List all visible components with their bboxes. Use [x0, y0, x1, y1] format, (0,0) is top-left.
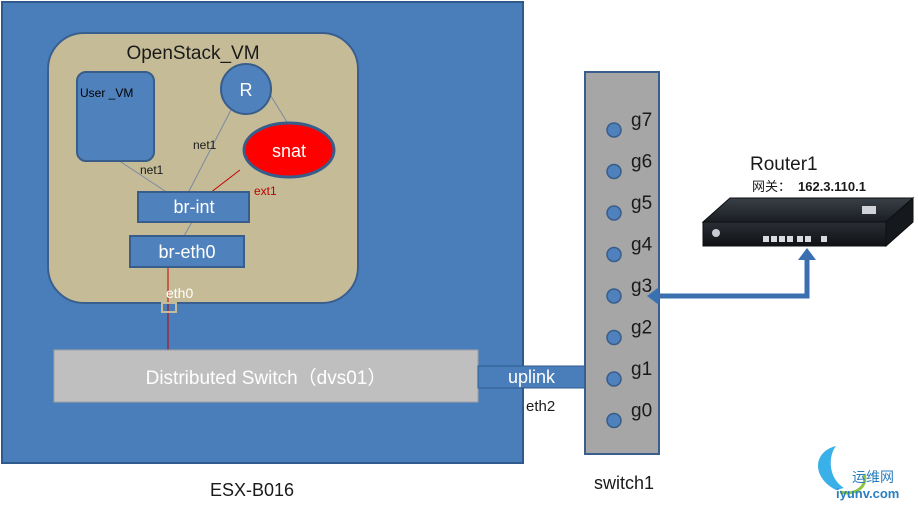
router-r-node: R	[220, 63, 272, 115]
switch-port-g3	[606, 288, 622, 304]
link-brint-breth0	[183, 221, 193, 237]
switch-port-label-g5: g5	[631, 193, 652, 214]
switch-port-g0	[606, 412, 622, 429]
switch-port-g2	[606, 329, 622, 346]
link-user-brint	[117, 159, 169, 194]
switch-port-label-g0: g0	[631, 401, 652, 422]
br-eth0-node: br-eth0	[129, 235, 245, 268]
switch-ports: g7 g6 g5 g4 g3 g2 g1 g0	[606, 110, 653, 429]
eth2-label: eth2	[526, 398, 555, 415]
switch-port-g6	[606, 163, 622, 180]
switch-port-g1	[606, 371, 622, 387]
ext1-label: ext1	[254, 184, 277, 198]
switch-port-g7	[606, 122, 622, 138]
switch-label: switch1	[594, 473, 654, 493]
router1-device	[701, 196, 915, 248]
dvs-label: Distributed Switch（dvs01）	[146, 367, 387, 389]
uplink-label: uplink	[508, 367, 556, 387]
uplink-arrow: uplink	[477, 354, 610, 400]
watermark-cn: 运维网	[852, 469, 894, 485]
router-title: Router1	[750, 154, 818, 175]
switch-port-label-g2: g2	[631, 318, 652, 339]
link-router-brint	[187, 107, 233, 194]
watermark-url: iyunv.com	[836, 486, 899, 501]
user-vm-label: User _VM	[80, 86, 133, 100]
snat-label: snat	[272, 141, 306, 161]
switch-port-label-g4: g4	[631, 235, 653, 256]
switch-port-label-g3: g3	[631, 276, 652, 297]
snat-node: snat	[242, 121, 336, 179]
switch-port-label-g6: g6	[631, 152, 652, 173]
switch-port-label-g7: g7	[631, 110, 652, 131]
net1-user-label: net1	[140, 163, 164, 177]
watermark-logo-icon	[818, 446, 844, 490]
net1-router-label: net1	[193, 138, 217, 152]
eth0-port	[161, 302, 177, 313]
switch1: g7 g6 g5 g4 g3 g2 g1 g0	[584, 71, 660, 455]
vm-title: OpenStack_VM	[126, 43, 259, 64]
esx-label: ESX-B016	[210, 480, 294, 500]
router-ports	[763, 236, 827, 242]
br-eth0-label: br-eth0	[158, 242, 215, 262]
link-snat-brint-ext	[209, 169, 241, 194]
user-vm-node: User _VM	[76, 71, 155, 162]
watermark: 运维网 iyunv.com	[818, 446, 899, 501]
router-badge	[862, 206, 876, 214]
g3-router-link	[647, 248, 816, 305]
switch-port-g4	[606, 246, 622, 263]
switch-port-g5	[606, 205, 622, 221]
distributed-switch: Distributed Switch（dvs01）	[53, 349, 479, 403]
gateway-ip: 162.3.110.1	[798, 179, 866, 194]
router-r-label: R	[240, 80, 253, 100]
br-int-label: br-int	[173, 197, 214, 217]
eth0-label: eth0	[166, 285, 193, 301]
router-logo	[712, 229, 720, 237]
gateway-label: 网关：	[752, 179, 791, 194]
switch-port-label-g1: g1	[631, 359, 652, 380]
br-int-node: br-int	[137, 191, 250, 223]
